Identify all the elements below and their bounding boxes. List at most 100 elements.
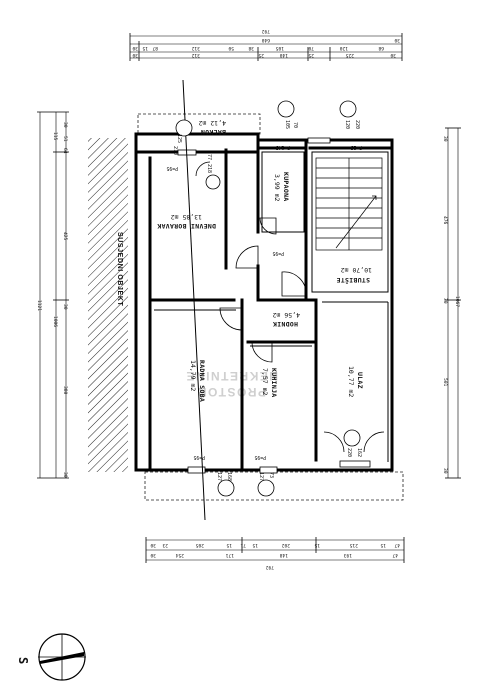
sill-label: P=145: [275, 144, 290, 150]
dim-label: 70: [308, 45, 314, 51]
opening-circle-1: [175, 119, 193, 137]
dim-label: 30: [62, 472, 68, 478]
dim-label: 476: [442, 216, 448, 225]
dim-label: 51: [62, 136, 68, 142]
dim-label: 120: [339, 45, 348, 51]
dim-label: 254: [175, 552, 184, 558]
dim-label: 15: [314, 542, 320, 548]
sill-label: P=95: [272, 250, 284, 256]
dims-top: 792 640 30 30 15 87 312 50 38 105 70 120…: [132, 28, 400, 58]
opening-height: 220: [354, 120, 360, 129]
dim-label: 380: [62, 386, 68, 395]
dim-label: 30: [394, 37, 400, 43]
opening-height: 127: [258, 472, 264, 481]
watermark-line1: PROSTOR: [196, 385, 266, 399]
dim-total-right: 1067: [454, 296, 460, 307]
dim-label: 30: [442, 298, 448, 304]
dim-label: 225: [345, 52, 354, 58]
room-name-balkon: BALKON: [201, 128, 226, 136]
opening-width: 73: [268, 472, 274, 478]
opening-width: 77: [206, 154, 212, 160]
dim-label: 30: [390, 52, 396, 58]
opening-circle-3: [339, 100, 357, 118]
dim-label: 30: [62, 304, 68, 310]
dim-label: 15: [226, 542, 232, 548]
dim-label: 140: [279, 52, 288, 58]
opening-width: 168: [226, 472, 232, 481]
watermark-line2: NEKRETNINE: [185, 369, 278, 383]
opening-width: 125: [176, 134, 182, 143]
dim-label: 425: [62, 232, 68, 241]
section-line: [182, 79, 206, 521]
neighbour-building: SUSJEDNI OBJEKT: [88, 138, 128, 472]
room-area-ulaz: 10,77 m2: [347, 366, 355, 397]
dim-total-left: 1121: [36, 300, 42, 311]
opening-markers: [175, 100, 361, 497]
dim-label: 215: [349, 542, 358, 548]
opening-circle-7: [343, 429, 361, 447]
dim-total-top: 792: [261, 28, 270, 34]
dim-label: 640: [261, 37, 270, 43]
opening-width: 120: [344, 120, 350, 129]
opening-labels: 125 210 105 70 120 220 77 218 168 127 73…: [172, 120, 362, 481]
dim-label: 38: [248, 45, 254, 51]
dims-right: 30 476 30 501 30 1067: [442, 136, 460, 474]
opening-height: 127: [216, 472, 222, 481]
dim-label: 105: [275, 45, 284, 51]
dim-label: 1006: [52, 316, 58, 327]
dim-label: 501: [442, 378, 448, 387]
compass-needle-icon: [40, 652, 84, 664]
dim-label: 15: [142, 45, 148, 51]
dim-label: 47: [394, 542, 400, 548]
dim-label: 30: [132, 45, 138, 51]
room-labels: BALKON 4,12 m2 DNEVNI BORAVAK 13,85 m2 K…: [157, 119, 372, 402]
sill-heights: P=95 P=95 P=145 P=25 P=95 P=95: [166, 144, 362, 460]
room-name-stubiste: STUBIŠTE: [336, 276, 370, 285]
dim-label: 25: [258, 52, 264, 58]
opening-circle-2: [277, 100, 295, 118]
dim-total-bottom: 792: [265, 564, 274, 570]
dim-label: 25: [308, 52, 314, 58]
opening-circle-6: [257, 479, 275, 497]
dim-label: 68: [378, 45, 384, 51]
dim-label: 30: [150, 552, 156, 558]
dim-label: 171: [225, 552, 234, 558]
dim-label: 71: [240, 542, 246, 548]
dim-label: 87: [152, 45, 158, 51]
dim-label: 312: [191, 52, 200, 58]
dim-label: 15: [380, 542, 386, 548]
room-area-balkon: 4,12 m2: [199, 119, 226, 127]
sill-label: P=25: [350, 144, 362, 150]
room-area-kupaona: 3,99 m2: [273, 174, 281, 201]
opening-height: 218: [206, 164, 212, 173]
sill-label: P=95: [254, 454, 266, 460]
room-area-hodnik: 4,56 m2: [273, 311, 300, 319]
dim-label: 148: [279, 552, 288, 558]
room-name-radna: RADNA SOBA: [198, 360, 206, 402]
dims-bottom: 30 23 205 15 71 15 202 15 215 15 47 30 2…: [150, 542, 400, 570]
compass: S: [16, 633, 86, 681]
dim-label: 64: [62, 148, 68, 154]
dashed-outlines: [137, 113, 404, 501]
opening-circle-5: [217, 479, 235, 497]
watermark: PROSTOR NEKRETNINE: [185, 369, 278, 399]
door-swings: [195, 161, 385, 453]
dim-label: 30: [442, 468, 448, 474]
dim-label: 15: [252, 542, 258, 548]
dim-label: 115: [52, 132, 58, 141]
room-name-hodnik: HODNIK: [273, 320, 298, 328]
sill-label: P=95: [166, 165, 178, 171]
dim-label: 30: [150, 542, 156, 548]
opening-height: 70: [292, 122, 298, 128]
room-area-radna: 14,79 m2: [189, 360, 197, 391]
dim-label: 30: [132, 52, 138, 58]
sill-label: P=95: [193, 454, 205, 460]
room-area-kuhinja: 7,57 m2: [261, 368, 269, 395]
dim-label: 23: [162, 542, 168, 548]
dimension-lines: [39, 35, 459, 561]
room-area-stubiste: 10,70 m2: [341, 266, 372, 274]
dim-label: 202: [281, 542, 290, 548]
room-name-kuhinja: KUHINJA: [270, 368, 278, 398]
dim-label: 205: [195, 542, 204, 548]
